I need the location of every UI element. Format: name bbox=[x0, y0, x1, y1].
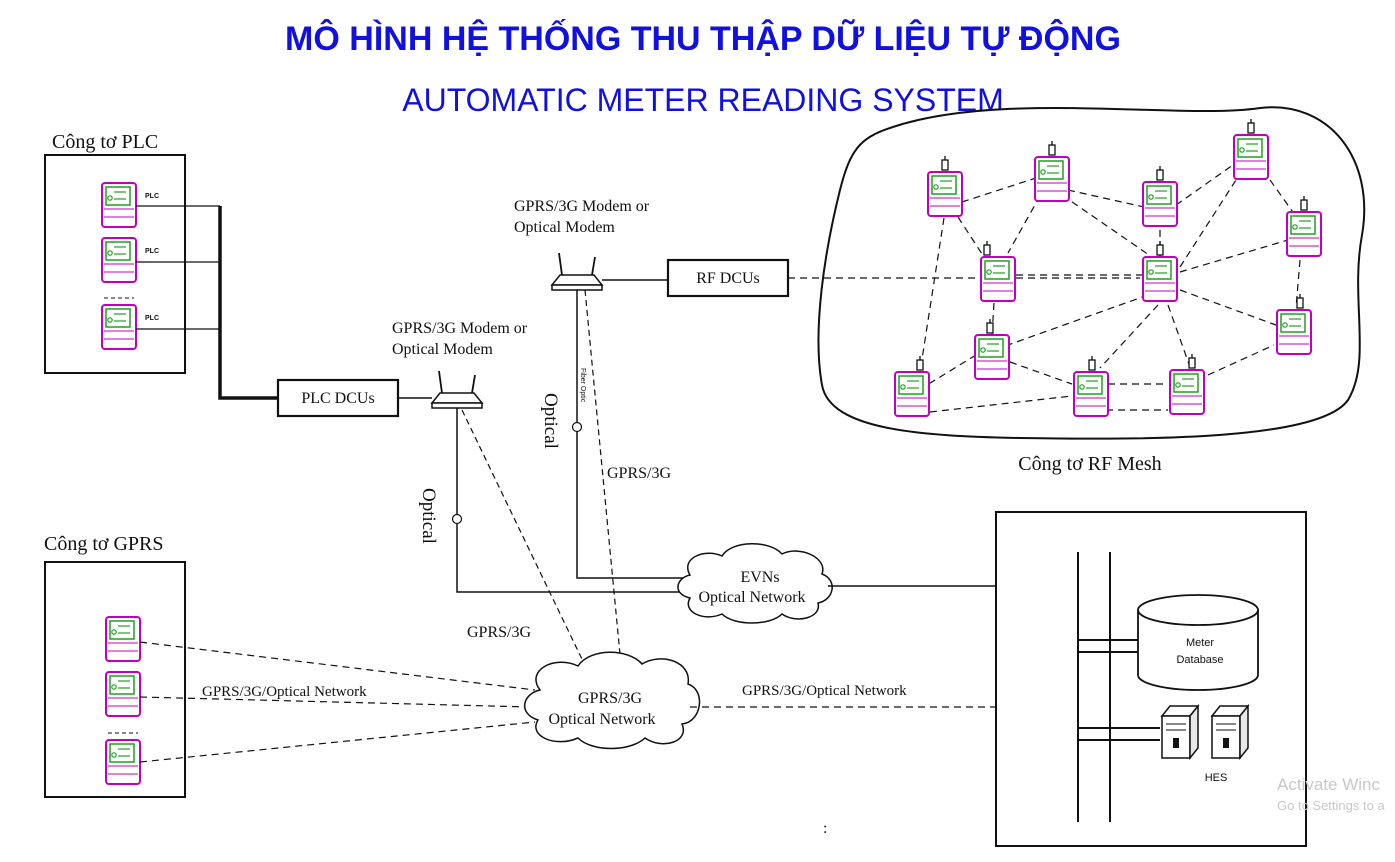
gprs-group-label: Công tơ GPRS bbox=[44, 533, 164, 555]
gprs-cloud-line2: Optical Network bbox=[548, 711, 655, 728]
plc-dcu-label: PLC DCUs bbox=[301, 390, 374, 407]
gprs-cloud bbox=[524, 651, 701, 750]
plc-tag-2: PLC bbox=[145, 248, 159, 255]
server-network-label: GPRS/3G/Optical Network bbox=[742, 683, 907, 699]
plc-meter-3 bbox=[101, 304, 137, 350]
gprs-meter-3 bbox=[105, 739, 141, 785]
footer-mark: : bbox=[823, 820, 827, 837]
plc-modem-label-line2: Optical Modem bbox=[392, 341, 493, 358]
database-label-line2: Database bbox=[1176, 654, 1223, 666]
rf-group-label: Công tơ RF Mesh bbox=[1018, 453, 1161, 475]
plc-tag-3: PLC bbox=[145, 315, 159, 322]
backhaul-links bbox=[456, 289, 700, 681]
evn-cloud-line2: Optical Network bbox=[698, 589, 805, 606]
plc-modem-icon bbox=[431, 370, 483, 409]
fiber-small-label: Fiber Optic bbox=[579, 368, 586, 403]
plc-optical-label: Optical bbox=[418, 488, 439, 544]
plc-meter-1 bbox=[101, 182, 137, 228]
rf-optical-label: Optical bbox=[540, 393, 561, 449]
evn-cloud-line1: EVNs bbox=[740, 569, 779, 586]
gprs-cloud-line1: GPRS/3G bbox=[578, 690, 642, 707]
plc-meter-2 bbox=[101, 237, 137, 283]
activation-watermark-line2: Go to Settings to a bbox=[1277, 798, 1385, 813]
gprs-meter-1 bbox=[105, 616, 141, 662]
meter-database-icon bbox=[1137, 594, 1259, 691]
rf-gprs-label: GPRS/3G bbox=[607, 465, 671, 482]
plc-gprs-label: GPRS/3G bbox=[467, 624, 531, 641]
evn-cloud bbox=[677, 543, 833, 624]
rf-modem-label-line1: GPRS/3G Modem or bbox=[514, 198, 650, 215]
gprs-meter-network-label: GPRS/3G/Optical Network bbox=[202, 684, 367, 700]
gprs-meter-2 bbox=[105, 671, 141, 717]
gprs-meter-links bbox=[139, 641, 536, 763]
activation-watermark-line1: Activate Winc bbox=[1277, 775, 1380, 794]
database-label-line1: Meter bbox=[1186, 637, 1214, 649]
rf-modem-icon bbox=[551, 252, 603, 291]
plc-tag-1: PLC bbox=[145, 193, 159, 200]
plc-bus bbox=[136, 205, 278, 400]
page-subtitle: AUTOMATIC METER READING SYSTEM bbox=[402, 82, 1004, 118]
rf-modem-label-line2: Optical Modem bbox=[514, 219, 615, 236]
plc-group-label: Công tơ PLC bbox=[52, 131, 158, 153]
server-rails bbox=[1077, 552, 1160, 822]
rf-dcu-box bbox=[666, 258, 790, 298]
rf-mesh-links bbox=[788, 164, 1301, 413]
page-title: MÔ HÌNH HỆ THỐNG THU THẬP DỮ LIỆU TỰ ĐỘN… bbox=[285, 19, 1121, 58]
hes-label: HES bbox=[1205, 772, 1228, 784]
plc-modem-label-line1: GPRS/3G Modem or bbox=[392, 320, 528, 337]
rf-dcu-label: RF DCUs bbox=[696, 270, 760, 287]
